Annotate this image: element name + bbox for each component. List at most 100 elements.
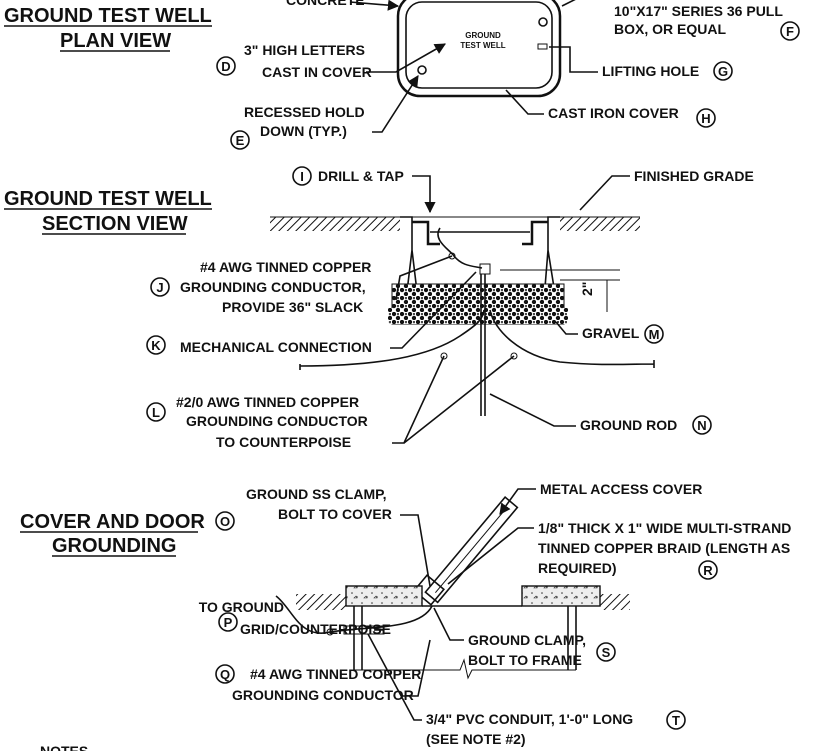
tag-k-circle xyxy=(146,335,166,355)
counterpoise-right xyxy=(489,309,655,368)
pvc-label-1: 3/4" PVC CONDUIT, 1'-0" LONG xyxy=(426,711,633,727)
tag-n-circle xyxy=(692,415,712,435)
recessed-leader xyxy=(372,75,419,133)
cover-text-1: GROUND xyxy=(465,31,501,40)
braid-label-1: 1/8" THICK X 1" WIDE MULTI-STRAND xyxy=(538,520,791,536)
break-line xyxy=(354,658,576,680)
pull-box-outline xyxy=(396,0,562,98)
drill-tap-leader xyxy=(412,175,436,214)
soil-right xyxy=(560,217,640,231)
concrete-left xyxy=(345,585,423,607)
tag-r: R xyxy=(703,563,713,578)
tag-l-circle xyxy=(146,402,166,422)
ss-clamp-leader xyxy=(400,514,431,587)
cover-grounding-view: COVER AND DOOR GROUNDING METAL ACCESS CO… xyxy=(20,481,791,751)
finished-grade-label: FINISHED GRADE xyxy=(634,168,754,184)
to-ground-leader xyxy=(363,625,385,631)
mech-conn-label: MECHANICAL CONNECTION xyxy=(180,339,372,355)
ss-clamp-label-1: GROUND SS CLAMP, xyxy=(246,486,387,502)
section-view: GROUND TEST WELL SECTION VIEW I DRILL & … xyxy=(4,166,754,450)
cover-title-line2: GROUNDING xyxy=(52,535,176,557)
awg4-label-2: GROUNDING CONDUCTOR, xyxy=(180,279,366,295)
cover-lip-right xyxy=(522,220,548,246)
awg20-leader-2 xyxy=(403,355,515,444)
cover-awg4-label-2: GROUNDING CONDUCTOR xyxy=(232,687,414,703)
tag-g: G xyxy=(718,64,728,79)
tag-o: O xyxy=(220,514,230,529)
dim-2-label: 2" xyxy=(579,282,595,296)
tag-f-circle xyxy=(780,21,800,41)
drill-tap-label: DRILL & TAP xyxy=(318,168,404,184)
mech-conn-leader xyxy=(390,271,477,349)
tag-n: N xyxy=(697,418,706,433)
letters-label-2: CAST IN COVER xyxy=(262,64,372,80)
clamp-frame-label-2: BOLT TO FRAME xyxy=(468,652,582,668)
tag-o-circle xyxy=(215,511,235,531)
soil-right-2 xyxy=(600,594,630,610)
letters-leader xyxy=(366,43,446,73)
pull-box-label-1: 10"X17" SERIES 36 PULL xyxy=(614,3,783,19)
plan-view: GROUND TEST WELL PLAN VIEW GROUND TEST W… xyxy=(4,0,800,150)
hold-down-bolt-2 xyxy=(417,65,427,75)
to-ground-label-2: GRID/COUNTERPOISE xyxy=(240,621,391,637)
pvc-leader xyxy=(367,633,422,721)
braid-label-3: REQUIRED) xyxy=(538,560,617,576)
tag-d: D xyxy=(221,59,230,74)
gravel-leader xyxy=(555,321,578,335)
tag-p: P xyxy=(224,615,233,630)
awg20-label-3: TO COUNTERPOISE xyxy=(216,434,351,450)
cover-awg4-label-1: #4 AWG TINNED COPPER xyxy=(250,666,421,682)
awg4-leader xyxy=(395,255,453,301)
tag-m-circle xyxy=(644,324,664,344)
cover-awg4-leader xyxy=(402,639,431,697)
cover-title-line1: COVER AND DOOR xyxy=(20,511,205,533)
ground-rod-label: GROUND ROD xyxy=(580,417,677,433)
cover-text-2: TEST WELL xyxy=(460,41,505,50)
tag-p-circle xyxy=(218,612,238,632)
braid-label-2: TINNED COPPER BRAID (LENGTH AS xyxy=(538,540,790,556)
tag-e-circle xyxy=(230,130,250,150)
awg20-leader-1 xyxy=(392,355,445,444)
clamp-frame-label-1: GROUND CLAMP, xyxy=(468,632,586,648)
notes-heading: NOTES xyxy=(40,743,88,751)
metal-access-leader xyxy=(499,488,536,515)
gravel-label: GRAVEL xyxy=(582,325,640,341)
tag-i-circle xyxy=(292,166,312,186)
pvc-label-2: (SEE NOTE #2) xyxy=(426,731,526,747)
concrete-label: CONCRETE xyxy=(286,0,365,8)
tag-g-circle xyxy=(713,61,733,81)
recessed-label-1: RECESSED HOLD xyxy=(244,104,365,120)
section-title-line2: SECTION VIEW xyxy=(42,213,188,235)
tag-l: L xyxy=(152,405,160,420)
tag-m: M xyxy=(649,327,660,342)
lifting-hole-slot xyxy=(537,43,548,50)
pull-box-label-2: BOX, OR EQUAL xyxy=(614,21,726,37)
awg20-leader-dot-1 xyxy=(440,352,448,360)
section-title-line1: GROUND TEST WELL xyxy=(4,188,212,210)
tag-j-circle xyxy=(150,277,170,297)
lifting-hole-leader xyxy=(549,46,598,73)
lifting-hole-label: LIFTING HOLE xyxy=(602,63,699,79)
cover-awg4-conductor xyxy=(275,595,433,635)
conductor-dot xyxy=(326,628,334,636)
awg4-label-1: #4 AWG TINNED COPPER xyxy=(200,259,371,275)
tag-t-circle xyxy=(666,710,686,730)
plan-title-line2: PLAN VIEW xyxy=(60,30,171,52)
awg20-label-2: GROUNDING CONDUCTOR xyxy=(186,413,368,429)
tag-j: J xyxy=(156,280,163,295)
ss-clamp-label-2: BOLT TO COVER xyxy=(278,506,392,522)
awg4-leader-dot xyxy=(448,252,456,260)
cast-iron-cover xyxy=(405,1,553,89)
tag-e: E xyxy=(236,133,245,148)
concrete-right xyxy=(521,585,601,607)
tag-s: S xyxy=(602,645,611,660)
tag-d-circle xyxy=(216,56,236,76)
awg20-leader-dot-2 xyxy=(510,352,518,360)
soil-left-2 xyxy=(296,594,346,610)
tag-s-circle xyxy=(596,642,616,662)
tag-t: T xyxy=(672,713,680,728)
tag-k: K xyxy=(151,338,161,353)
hold-down-bolt-1 xyxy=(538,17,548,27)
